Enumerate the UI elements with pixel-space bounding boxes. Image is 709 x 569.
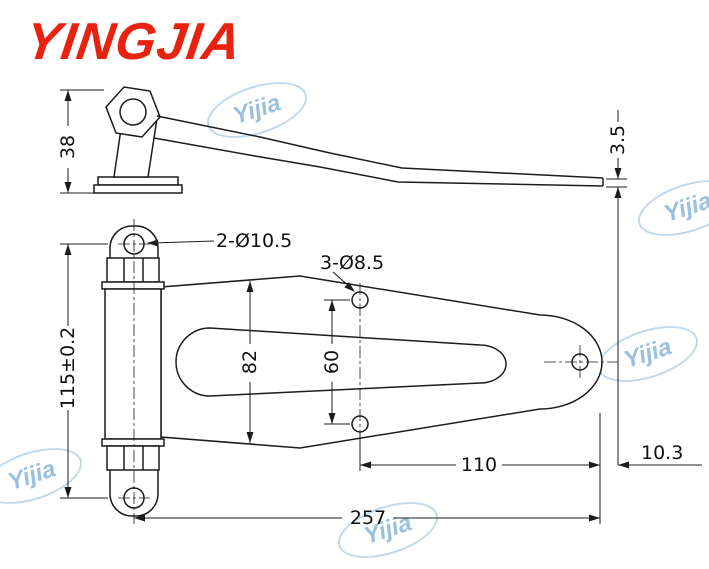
hex-bolt-head — [106, 87, 160, 137]
dim-plate-hole-spacing: 115±0.2 — [57, 327, 79, 409]
dim-strap-width: 82 — [239, 350, 261, 374]
technical-drawing: 38 3.5 115±0.2 82 60 — [57, 0, 709, 529]
dim-end-offset: 10.3 — [641, 442, 683, 464]
base-plate — [98, 177, 178, 185]
dim-hole-to-end: 110 — [461, 454, 497, 476]
bolt-head-circle — [120, 99, 146, 125]
dim-overall-length: 257 — [350, 507, 386, 529]
brand-logo: YINGJIA — [21, 13, 246, 71]
callout-strap-holes: 3-Ø8.5 — [320, 252, 384, 274]
dimensions: 38 3.5 115±0.2 82 60 — [57, 90, 702, 529]
dim-hole-spacing-vertical: 60 — [321, 350, 343, 374]
hinge-arm-bottom-edge — [154, 138, 603, 186]
hinge-arm-top-edge — [157, 116, 603, 178]
strap-slot — [176, 328, 506, 396]
plan-view — [102, 226, 602, 516]
base-pad — [94, 185, 182, 193]
side-view — [94, 87, 603, 193]
barrel-flange-bottom — [102, 439, 164, 446]
dim-plate-thickness: 3.5 — [607, 125, 629, 155]
dim-bracket-height: 38 — [57, 135, 79, 159]
centerlines — [118, 219, 618, 524]
hinge-barrel — [105, 289, 161, 439]
hex-nut-top — [107, 258, 159, 282]
barrel-flange-top — [102, 282, 164, 289]
hex-nut-bottom — [107, 446, 159, 470]
callout-plate-holes: 2-Ø10.5 — [216, 230, 292, 252]
